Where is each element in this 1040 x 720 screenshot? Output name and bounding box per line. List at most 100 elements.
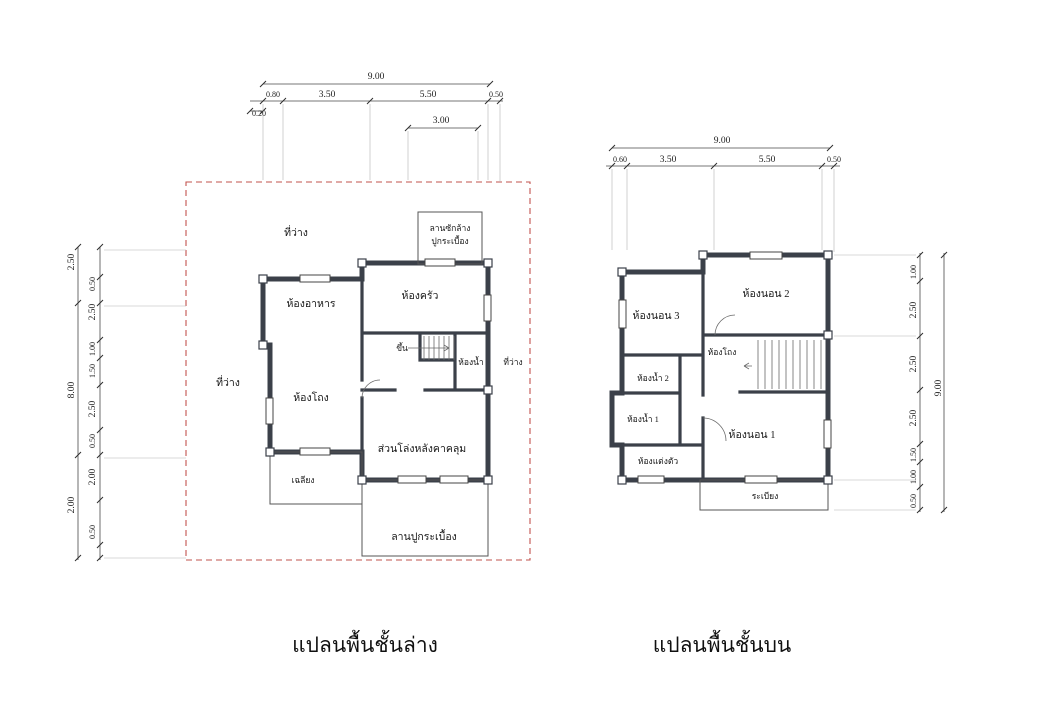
dim-label-left-chain: 0.50	[88, 277, 97, 291]
room-label-bedroom1: ห้องนอน 1	[729, 429, 776, 441]
room-label-dining: ห้องอาหาร	[286, 298, 335, 310]
window-symbol	[637, 475, 665, 484]
room-label-patio: ลานปูกระเบื้อง	[391, 529, 457, 543]
dim-ticks	[916, 251, 924, 514]
dim-label-right-chain: 1.00	[909, 265, 918, 279]
room-label-kitchen: ห้องครัว	[402, 290, 439, 302]
extension-lines	[262, 104, 501, 182]
dim-ticks	[404, 124, 482, 132]
column-marker	[265, 447, 275, 457]
window-symbol	[744, 475, 778, 484]
ground-floor-title: แปลนพื้นชั้นล่าง	[292, 630, 438, 657]
room-label-bedroom2: ห้องนอน 2	[743, 288, 790, 300]
dim-ticks	[259, 97, 504, 105]
bedroom2-door-swing-arc	[714, 314, 736, 336]
upper-column-markers	[617, 250, 833, 485]
dim-label: 0.50	[489, 90, 503, 99]
upper-hall-door-swing-arc	[702, 417, 727, 442]
dim-label-left-chain: 2.50	[88, 303, 98, 320]
column-marker	[698, 250, 708, 260]
dim-label-left-chain: 2.50	[88, 400, 98, 417]
window-symbol	[397, 475, 427, 484]
dim-ticks	[74, 243, 82, 562]
upper-right-dimensions	[834, 251, 948, 514]
room-label-bathroom1: ห้องน้ำ 1	[627, 413, 659, 424]
window-symbol	[299, 447, 331, 456]
upper-floor-title: แปลนพื้นชั้นบน	[653, 630, 792, 657]
column-marker	[823, 330, 833, 340]
window-symbol	[749, 251, 783, 260]
room-label-upper-hall: ห้องโถง	[708, 347, 737, 357]
window-symbol	[618, 299, 627, 329]
dim-ticks	[608, 144, 834, 152]
upper-interior-walls	[620, 270, 830, 482]
ground-stairs-direction-arrow	[408, 344, 450, 352]
dim-label-right-chain: 2.50	[909, 355, 919, 372]
dim-label: 3.50	[319, 90, 336, 100]
room-label-bedroom3: ห้องนอน 3	[633, 310, 680, 322]
ground-interior-walls	[360, 277, 490, 454]
dim-label: 5.50	[420, 90, 437, 100]
window-symbol	[299, 274, 331, 283]
window-symbol	[265, 397, 274, 425]
room-label-bathroom2: ห้องน้ำ 2	[637, 372, 669, 383]
extension-lines	[104, 249, 186, 559]
dim-label-right-chain: 1.50	[909, 448, 918, 462]
dim-label-left-chain: 0.50	[88, 525, 97, 539]
window-symbol	[439, 475, 469, 484]
column-marker	[617, 475, 627, 485]
ground-window-symbols	[265, 258, 492, 484]
column-marker	[483, 258, 493, 268]
room-label-hall: ห้องโถง	[293, 391, 328, 404]
room-label-balcony: ระเบียง	[752, 491, 779, 501]
column-marker	[823, 475, 833, 485]
column-marker	[483, 475, 493, 485]
column-marker	[357, 475, 367, 485]
column-marker	[617, 267, 627, 277]
room-label-open-space-left: ที่ว่าง	[216, 375, 240, 389]
column-marker	[258, 274, 268, 284]
upper-floor-plan: ห้องนอน 2 ห้องนอน 3 ห้องโถง ห้องน้ำ 2 ห้…	[606, 136, 948, 657]
dim-label-right-chain: 1.00	[909, 470, 918, 484]
extension-lines	[611, 169, 835, 252]
room-label-covered-open-area: ส่วนโล่งหลังคาคลุม	[378, 442, 466, 455]
dim-label: 3.50	[660, 155, 677, 165]
dim-label-left-outer: 2.00	[67, 496, 77, 513]
room-label-open-space-top: ที่ว่าง	[284, 225, 308, 239]
column-marker	[823, 250, 833, 260]
window-symbol	[424, 258, 456, 267]
extension-lines	[834, 254, 916, 511]
room-label-dressing: ห้องแต่งตัว	[638, 456, 679, 466]
upper-window-symbols	[618, 251, 832, 484]
dim-label: 0.50	[827, 155, 841, 164]
dim-label-right-chain: 2.50	[909, 301, 919, 318]
dim-label-right-chain: 0.50	[909, 494, 918, 508]
dim-label: 0.80	[266, 90, 280, 99]
upper-stairs-hatch	[757, 340, 822, 389]
window-symbol	[823, 419, 832, 449]
dim-label-sub-small: 0.20	[252, 109, 266, 118]
upper-stairs-direction-arrow	[743, 362, 752, 370]
window-symbol	[483, 294, 492, 322]
dim-ticks	[259, 80, 494, 88]
porch-outline	[269, 451, 363, 505]
dim-label-left-chain: 1.00	[88, 342, 97, 356]
dim-label-left-chain: 2.00	[88, 468, 98, 485]
ground-column-markers	[258, 258, 493, 485]
dim-ticks	[608, 162, 838, 170]
dim-label-right-chain: 2.50	[909, 409, 919, 426]
room-label-washing-line1: ลานซักล้าง	[430, 223, 471, 233]
property-boundary-line	[185, 181, 531, 561]
dim-label-sub: 3.00	[433, 116, 450, 126]
dim-label: 5.50	[759, 155, 776, 165]
column-marker	[258, 340, 268, 350]
room-label-bathroom: ห้องน้ำ	[458, 356, 483, 367]
dim-label-top-total: 9.00	[368, 72, 385, 82]
room-label-open-space-right: ที่ว่าง	[503, 356, 522, 367]
upper-top-dimensions	[606, 144, 840, 252]
dim-label-left-outer: 2.50	[67, 253, 77, 270]
column-marker	[357, 258, 367, 268]
ground-floor-plan: ที่ว่าง ลานซักล้าง ปูกระเบื้อง ห้องอาหาร…	[67, 72, 531, 657]
